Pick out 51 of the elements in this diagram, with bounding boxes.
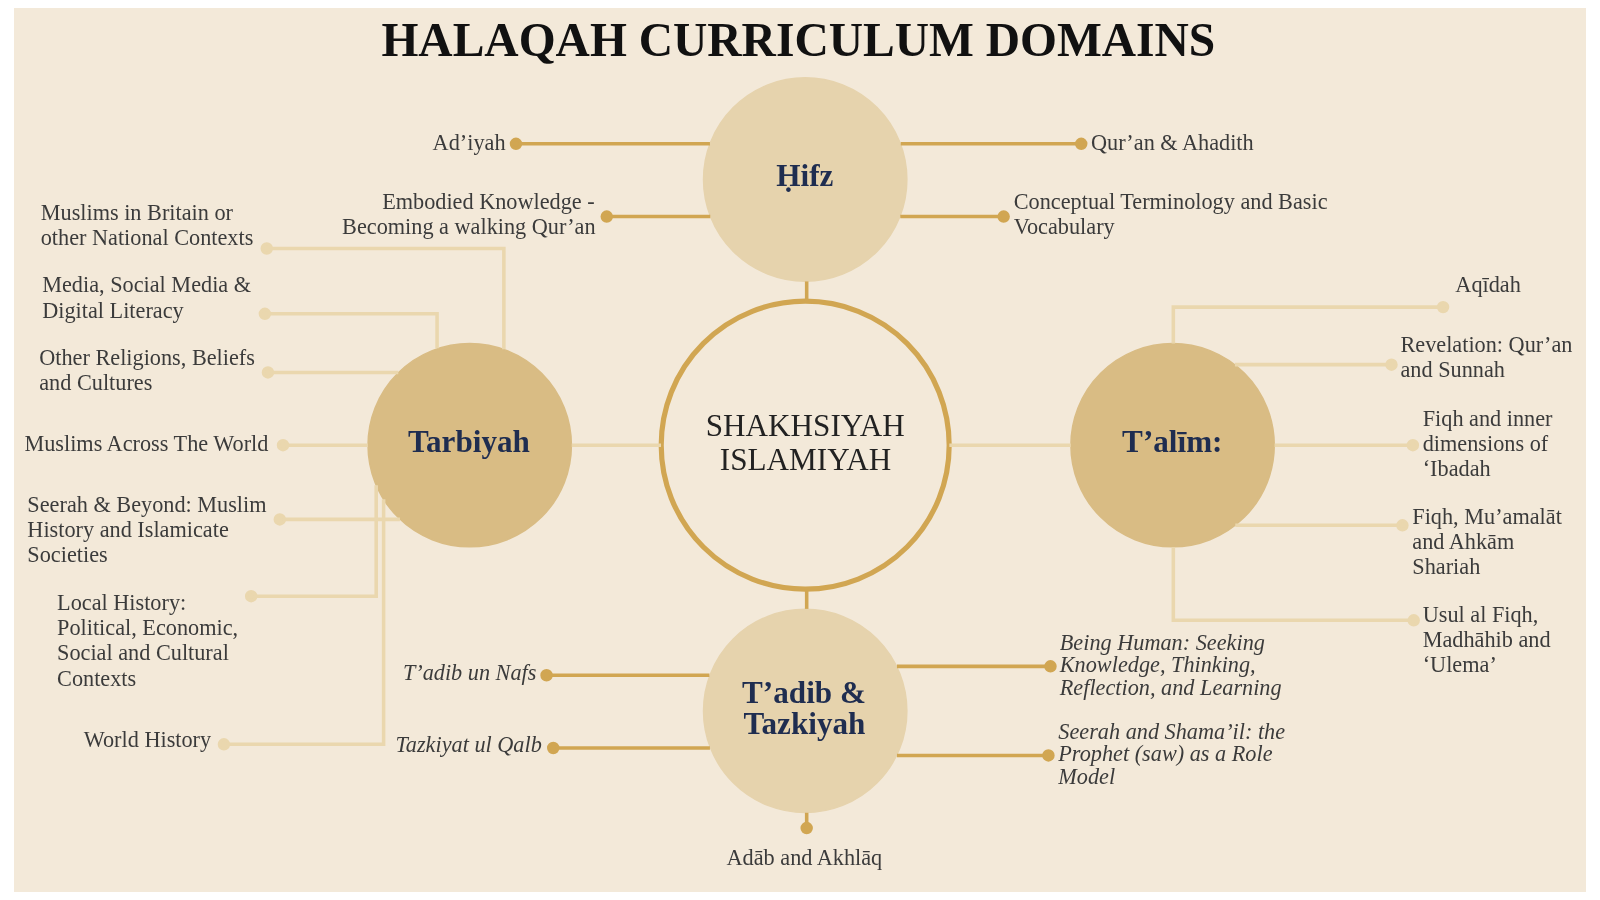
connector: [1171, 300, 1450, 344]
connector: [1274, 438, 1420, 452]
connector: [217, 499, 386, 751]
connector: [273, 513, 400, 526]
node-text: Local History: Political, Economic, Social and Cultural Contexts: [57, 589, 239, 691]
node-text: Seerah and Shama’il: the Prophet (saw) as a Role Model: [1058, 719, 1286, 789]
connector: [540, 669, 710, 682]
connector: [1171, 547, 1420, 627]
node-text: Adāb and Akhlāq: [726, 845, 883, 871]
node-text: Usul al Fiqh, Madhāhib and ‘Ulema’: [1422, 601, 1551, 678]
node-circle: T’alīm:: [1070, 342, 1275, 548]
connector: [896, 660, 1057, 673]
connector: [571, 443, 661, 447]
node-text: T’adib un Nafs: [402, 659, 537, 685]
node-text: World History: [83, 726, 212, 752]
node-text: Qur’an & Ahadith: [1090, 129, 1254, 155]
node-text: Ad’iyah: [432, 129, 506, 155]
node-text: Embodied Knowledge - Becoming a walking Qur’an: [342, 189, 596, 240]
node-circle: Ḥifz: [702, 77, 908, 282]
connector: [600, 210, 711, 223]
connector: [260, 242, 506, 350]
node-text: Fiqh, Mu’amalāt and Ahkām Shariah: [1412, 503, 1562, 580]
node-text: Being Human: Seeking Knowledge, Thinking, Reflection, and Learning: [1059, 630, 1282, 700]
connector: [1235, 519, 1409, 532]
node-circle: Tarbiyah: [367, 342, 573, 548]
node-text: Aqīdah: [1455, 272, 1521, 298]
node-text: Media, Social Media & Digital Literacy: [42, 272, 252, 323]
node-text: Revelation: Qur’an and Sunnah: [1400, 331, 1573, 382]
connector: [1234, 358, 1398, 371]
connector: [804, 281, 809, 301]
connector: [276, 438, 368, 452]
connector: [509, 137, 710, 151]
connector: [804, 589, 809, 609]
node-text: Muslims in Britain or other National Contexts: [40, 199, 254, 250]
node-text: Muslims Across The World: [24, 431, 269, 457]
connector: [949, 443, 1071, 447]
connector: [900, 137, 1088, 151]
node-circle: SHAKHSIYAH ISLAMIYAH: [658, 298, 952, 592]
node-text: Seerah & Beyond: Muslim History and Islamicate Societies: [27, 491, 267, 568]
connector: [258, 307, 439, 349]
node-circle: T’adib & Tazkiyah: [702, 608, 908, 814]
node-text: Other Religions, Beliefs and Cultures: [39, 345, 255, 396]
connector: [900, 210, 1010, 223]
diagram-title: HALAQAH CURRICULUM DOMAINS: [381, 14, 1216, 67]
node-text: Conceptual Terminology and Basic Vocabulary: [1013, 189, 1328, 240]
connector: [244, 485, 378, 603]
node-text: Fiqh and inner dimensions of ‘Ibadah: [1422, 405, 1553, 482]
node-text: Tazkiyat ul Qalb: [395, 732, 542, 758]
connector: [896, 749, 1055, 762]
connector: [547, 741, 710, 755]
connector: [261, 366, 399, 379]
